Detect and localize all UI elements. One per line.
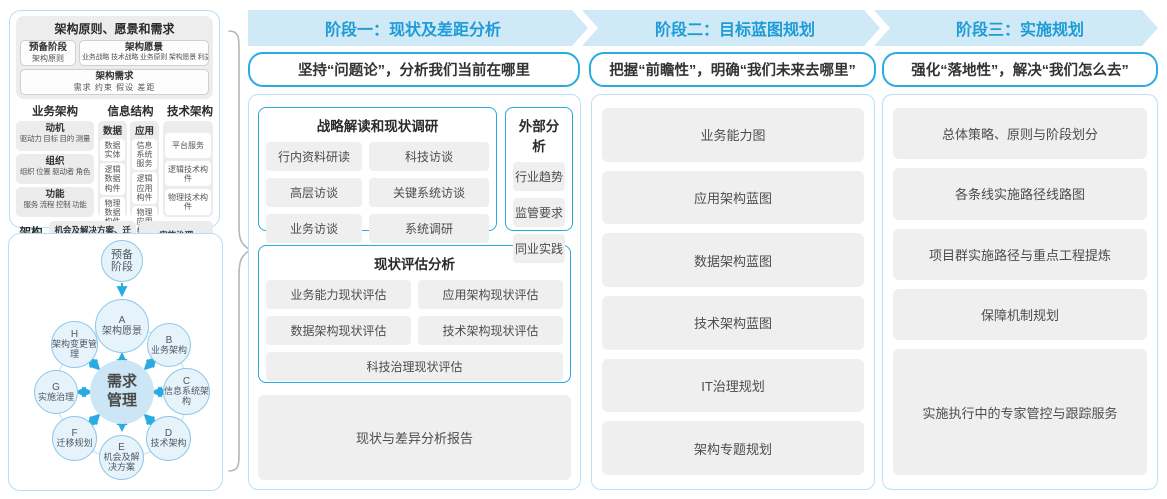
app-item: 信息系统服务: [132, 138, 157, 171]
phase3-item: 实施执行中的专家管控与跟踪服务: [893, 349, 1147, 475]
strategy-item: 行内资料研读: [266, 142, 362, 171]
adm-node-c: C 信息系统架构: [163, 368, 210, 415]
external-analysis-box: 外部分析 行业趋势 监管要求 同业实践: [505, 107, 574, 263]
function-box: 功能 服务 流程 控制 功能: [16, 186, 94, 217]
strategy-research-box: 战略解读和现状调研 行内资料研读 科技访谈 高层访谈 关键系统访谈 业务访谈 系…: [258, 107, 497, 243]
phase2-header: 阶段二：目标蓝图规划: [582, 10, 880, 46]
tech-arch-header: 技术架构: [167, 105, 213, 118]
phase1-subtitle: 坚持“问题论”，分析我们当前在哪里: [248, 52, 580, 87]
phase2-panel: 业务能力图 应用架构蓝图 数据架构蓝图 技术架构蓝图 IT治理规划 架构专题规划: [591, 94, 875, 490]
phase1-panel: 战略解读和现状调研 行内资料研读 科技访谈 高层访谈 关键系统访谈 业务访谈 系…: [248, 94, 581, 490]
assessment-item: 数据架构现状评估: [266, 316, 411, 345]
information-structure-header: 信息结构: [107, 105, 154, 118]
tech-item: 物理技术构件: [165, 189, 211, 215]
strategy-item: 系统调研: [369, 214, 489, 243]
data-subcolumn: 数据 数据实体 逻辑数据构件 物理数据构件: [98, 120, 127, 229]
architecture-framework-panel: 架构原则、愿景和需求 预备阶段 架构原则 架构愿景 业务战略 技术战略 业务原则…: [9, 10, 220, 259]
adm-node-d: D 技术架构: [146, 416, 191, 461]
phase2-item: IT治理规划: [602, 358, 864, 413]
architecture-requirements-box: 架构需求 需求 约束 假设 差距: [20, 68, 209, 95]
adm-node-b: B 业务架构: [147, 323, 191, 367]
app-item: 逻辑应用构件: [132, 172, 157, 204]
framework-title: 架构原则、愿景和需求: [54, 22, 175, 36]
tech-item: 平台服务: [165, 132, 211, 159]
external-item: 监管要求: [513, 198, 566, 227]
phase2-item: 应用架构蓝图: [602, 170, 864, 225]
phase1-header: 阶段一：现状及差距分析: [248, 10, 588, 46]
phase3-panel: 总体策略、原则与阶段划分 各条线实施路径线路图 项目群实施路径与重点工程提炼 保…: [882, 94, 1158, 490]
adm-node-e: E 机会及解决方案: [99, 435, 144, 480]
motivation-box: 动机 驱动力 目标 目的 测量: [16, 120, 94, 151]
adm-requirements-management-circle: 需求管理: [90, 360, 154, 424]
strategy-item: 高层访谈: [266, 178, 362, 207]
phase2-item: 业务能力图: [602, 108, 864, 162]
adm-prelim-circle: 预备阶段: [101, 240, 143, 282]
data-item: 数据实体: [100, 138, 125, 162]
phase3-item: 总体策略、原则与阶段划分: [893, 108, 1147, 160]
phase2-item: 技术架构蓝图: [602, 296, 864, 350]
phase3-item: 各条线实施路径线路图: [893, 168, 1147, 220]
phase2-subtitle: 把握“前瞻性”，明确“我们未来去哪里”: [589, 52, 876, 87]
gap-analysis-report-box: 现状与差异分析报告: [258, 395, 571, 480]
business-arch-column: 动机 驱动力 目标 目的 测量 组织 组织 位置 驱动者 角色 功能 服务 流程…: [16, 120, 94, 217]
adm-node-g: G 实施治理: [34, 370, 78, 414]
strategy-item: 关键系统访谈: [369, 178, 489, 207]
adm-node-f: F 迁移规划: [52, 416, 97, 461]
tech-arch-column: 平台服务 逻辑技术构件 物理技术构件: [163, 120, 213, 217]
phase3-item: 项目群实施路径与重点工程提炼: [893, 228, 1147, 280]
application-subcolumn: 应用 信息系统服务 逻辑应用构件 物理应用构件: [130, 120, 159, 238]
strategy-item: 科技访谈: [369, 142, 489, 171]
organization-box: 组织 组织 位置 驱动者 角色: [16, 153, 94, 184]
adm-node-h: H 架构变更管理: [51, 321, 98, 368]
phase3-subtitle: 强化“落地性”，解决“我们怎么去”: [882, 52, 1158, 87]
data-item: 逻辑数据构件: [100, 163, 125, 195]
prelim-phase-box: 预备阶段 架构原则: [20, 40, 76, 66]
assessment-item: 业务能力现状评估: [266, 280, 411, 309]
phase2-item: 数据架构蓝图: [602, 233, 864, 288]
strategy-item: 业务访谈: [266, 214, 362, 243]
architecture-vision-box: 架构愿景 业务战略 技术战略 业务原则 架构愿景 利益相关者: [79, 40, 209, 66]
assessment-analysis-box: 现状评估分析 业务能力现状评估 应用架构现状评估 数据架构现状评估 技术架构现状…: [258, 245, 571, 383]
information-structure-column: 数据 数据实体 逻辑数据构件 物理数据构件 应用 信息系统服务 逻辑应用构件 物…: [98, 120, 159, 238]
assessment-item: 科技治理现状评估: [266, 352, 563, 381]
external-item: 同业实践: [513, 234, 566, 263]
framework-header-group: 架构原则、愿景和需求 预备阶段 架构原则 架构愿景 业务战略 技术战略 业务原则…: [16, 16, 213, 99]
adm-cycle-panel: 预备阶段 需求管理 A 架构愿景 B 业务架构 C 信息系统架构 D 技术架构 …: [8, 233, 223, 491]
phase3-item: 保障机制规划: [893, 288, 1147, 341]
business-arch-header: 业务架构: [32, 105, 78, 118]
phase3-header: 阶段三：实施规划: [874, 10, 1158, 46]
adm-node-a: A 架构愿景: [95, 299, 149, 353]
tech-item: 逻辑技术构件: [165, 161, 211, 187]
assessment-item: 技术架构现状评估: [418, 316, 563, 345]
external-item: 行业趋势: [513, 162, 566, 191]
phase2-item: 架构专题规划: [602, 421, 864, 476]
assessment-item: 应用架构现状评估: [418, 280, 563, 309]
architecture-column-headers: 业务架构 信息结构 技术架构: [16, 103, 213, 119]
